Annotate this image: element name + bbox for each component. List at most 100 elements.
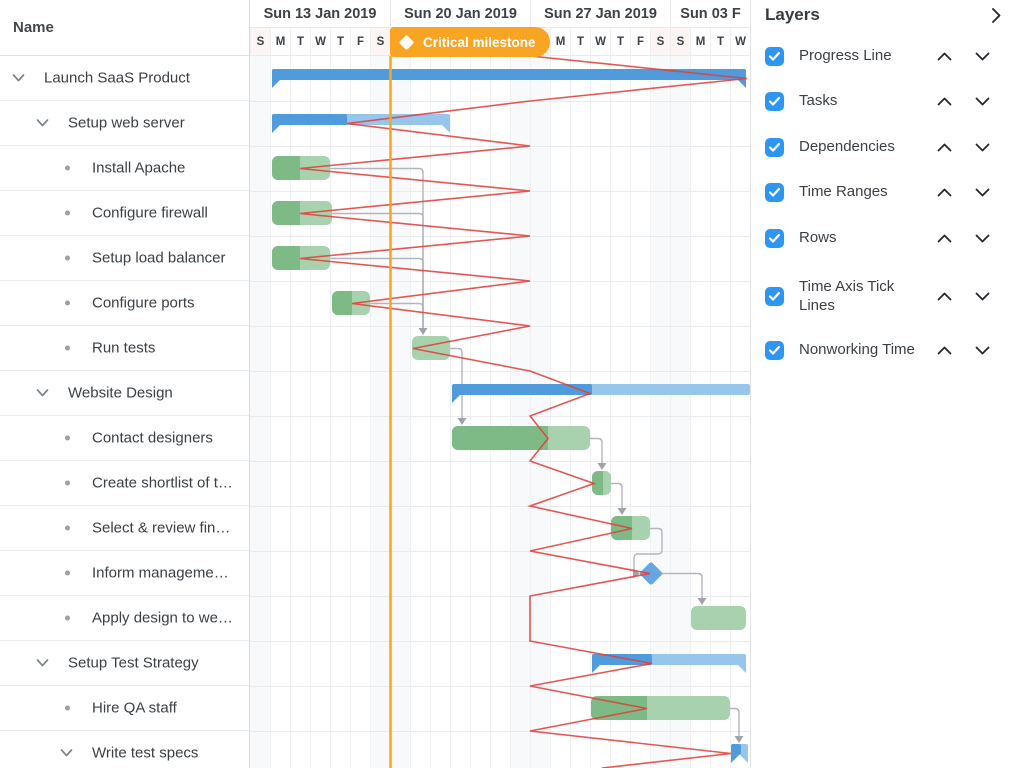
task-bar[interactable] <box>272 156 330 180</box>
task-row[interactable]: Inform manageme… <box>0 551 249 596</box>
move-layer-down-button[interactable] <box>972 137 992 157</box>
layer-checkbox-checked[interactable] <box>765 228 784 248</box>
layer-checkbox-checked[interactable] <box>765 287 784 307</box>
move-layer-up-button[interactable] <box>934 137 954 157</box>
move-layer-up-button[interactable] <box>934 228 954 248</box>
task-name: Configure firewall <box>92 204 208 222</box>
nonworking-time-column <box>370 56 390 768</box>
layer-checkbox-checked[interactable] <box>765 340 784 360</box>
move-layer-up-button[interactable] <box>934 287 954 307</box>
task-name: Create shortlist of t… <box>92 474 233 492</box>
layer-label: Progress Line <box>799 46 892 64</box>
dependency-line <box>332 212 424 329</box>
task-name: Setup Test Strategy <box>68 654 199 672</box>
leaf-bullet-icon <box>65 165 70 171</box>
task-row[interactable]: Create shortlist of t… <box>0 461 249 506</box>
layer-row-time-ranges: Time Ranges <box>765 182 992 202</box>
task-bar[interactable] <box>591 696 730 720</box>
layer-checkbox-checked[interactable] <box>765 46 784 66</box>
day-header-cell: T <box>290 28 310 56</box>
task-row[interactable]: Hire QA staff <box>0 686 249 731</box>
task-row[interactable]: Select & review fin… <box>0 506 249 551</box>
task-name: Setup load balancer <box>92 249 226 267</box>
expand-collapse-icon[interactable] <box>60 749 73 758</box>
day-header-cell: S <box>650 28 670 56</box>
move-layer-up-button[interactable] <box>934 91 954 111</box>
move-layer-down-button[interactable] <box>972 287 992 307</box>
layer-checkbox-checked[interactable] <box>765 91 784 111</box>
day-header-cell: F <box>350 28 370 56</box>
move-layer-down-button[interactable] <box>972 340 992 360</box>
move-layer-down-button[interactable] <box>972 91 992 111</box>
parent-task-bar[interactable] <box>272 114 450 133</box>
day-header-cell: M <box>690 28 710 56</box>
day-header-cell: S <box>250 28 270 56</box>
day-header-cell: W <box>730 28 750 56</box>
diamond-icon <box>398 34 415 50</box>
dependency-line <box>370 302 428 335</box>
layer-checkbox-checked[interactable] <box>765 137 784 157</box>
week-header-cell: Sun 03 F <box>670 0 750 28</box>
day-header-cell: M <box>550 28 570 56</box>
task-row[interactable]: Setup Test Strategy <box>0 641 249 686</box>
critical-milestone-time-range[interactable]: Critical milestone <box>390 27 550 57</box>
day-header-cell: T <box>330 28 350 56</box>
move-layer-up-button[interactable] <box>934 182 954 202</box>
task-name: Apply design to we… <box>92 609 233 627</box>
move-layer-down-button[interactable] <box>972 228 992 248</box>
layer-label: Dependencies <box>799 137 895 155</box>
layer-row-time-axis-tick-lines: Time Axis Tick Lines <box>765 278 992 316</box>
day-header-cell: T <box>610 28 630 56</box>
day-header-cell: T <box>570 28 590 56</box>
nonworking-time-column <box>250 56 270 768</box>
layer-label: Nonworking Time <box>799 340 915 358</box>
parent-task-bar[interactable] <box>731 744 748 763</box>
dependency-line <box>330 167 424 329</box>
task-bar[interactable] <box>691 606 746 630</box>
layer-row-rows: Rows <box>765 228 992 248</box>
nonworking-time-column <box>650 56 670 768</box>
task-list-rows: Launch SaaS Product Setup web server Ins… <box>0 56 249 768</box>
task-row[interactable]: Install Apache <box>0 146 249 191</box>
expand-collapse-icon[interactable] <box>36 389 49 398</box>
task-bar[interactable] <box>332 291 370 315</box>
task-name: Write test specs <box>92 744 199 762</box>
milestone-bar[interactable] <box>639 561 663 585</box>
chevron-right-icon[interactable] <box>991 7 1002 24</box>
parent-task-bar[interactable] <box>592 654 746 673</box>
move-layer-up-button[interactable] <box>934 46 954 66</box>
expand-collapse-icon[interactable] <box>36 119 49 128</box>
task-bar[interactable] <box>452 426 590 450</box>
task-row[interactable]: Apply design to we… <box>0 596 249 641</box>
task-row[interactable]: Write test specs <box>0 731 249 768</box>
task-row[interactable]: Setup load balancer <box>0 236 249 281</box>
day-header-cell: F <box>630 28 650 56</box>
task-row[interactable]: Run tests <box>0 326 249 371</box>
task-row[interactable]: Launch SaaS Product <box>0 56 249 101</box>
layer-checkbox-checked[interactable] <box>765 182 784 202</box>
task-name: Website Design <box>68 384 173 402</box>
task-row[interactable]: Contact designers <box>0 416 249 461</box>
task-bar[interactable] <box>592 471 611 495</box>
task-name: Setup web server <box>68 114 185 132</box>
leaf-bullet-icon <box>65 615 70 621</box>
move-layer-up-button[interactable] <box>934 340 954 360</box>
task-row[interactable]: Website Design <box>0 371 249 416</box>
task-row[interactable]: Configure ports <box>0 281 249 326</box>
day-header-cell: W <box>310 28 330 56</box>
week-header-cell: Sun 27 Jan 2019 <box>530 0 670 28</box>
expand-collapse-icon[interactable] <box>12 74 25 83</box>
name-column-label: Name <box>13 19 54 36</box>
move-layer-down-button[interactable] <box>972 46 992 66</box>
task-row[interactable]: Configure firewall <box>0 191 249 236</box>
time-range-label: Critical milestone <box>423 34 536 50</box>
week-header-cell: Sun 20 Jan 2019 <box>390 0 530 28</box>
task-name: Run tests <box>92 339 156 357</box>
expand-collapse-icon[interactable] <box>36 659 49 668</box>
task-name: Contact designers <box>92 429 213 447</box>
parent-task-bar[interactable] <box>452 384 750 403</box>
leaf-bullet-icon <box>65 435 70 441</box>
move-layer-down-button[interactable] <box>972 182 992 202</box>
task-row[interactable]: Setup web server <box>0 101 249 146</box>
day-header-cell: M <box>270 28 290 56</box>
